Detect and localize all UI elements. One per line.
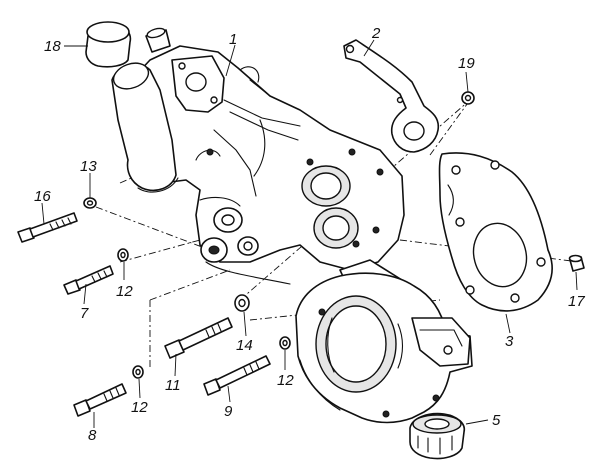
washer-part-12-lower	[132, 365, 144, 379]
callout-19: 19	[458, 55, 475, 72]
leader-lines	[41, 39, 578, 428]
callout-12-middle: 12	[277, 372, 294, 389]
washer-part-13	[83, 197, 97, 209]
callout-2: 2	[371, 25, 381, 42]
gasket-part-3	[438, 152, 553, 312]
callout-16: 16	[34, 188, 51, 205]
callout-18: 18	[44, 38, 61, 55]
nut-part-19	[461, 91, 475, 105]
bolt-part-8	[73, 383, 127, 417]
callout-13: 13	[80, 158, 97, 175]
callout-17: 17	[568, 293, 585, 310]
callout-3: 3	[505, 333, 514, 350]
pump-housing-part-1	[111, 27, 407, 307]
bolt-part-7	[63, 265, 114, 295]
bolt-part-11	[164, 317, 233, 359]
pump-volute	[295, 272, 473, 424]
callout-12-upper: 12	[116, 283, 133, 300]
seal-part-5	[409, 412, 466, 460]
callout-9: 9	[224, 403, 233, 420]
washer-part-12-middle	[279, 336, 291, 350]
plug-part-17	[568, 254, 585, 272]
callout-5: 5	[492, 412, 501, 429]
bracket-part-2	[343, 39, 440, 153]
bolt-part-9	[203, 355, 271, 396]
callouts: 1 2 19 18 13 16 12 7 14 12 11 12 9 8 5 3…	[34, 25, 585, 444]
callout-1: 1	[229, 31, 237, 48]
callout-7: 7	[80, 305, 89, 322]
callout-14: 14	[236, 337, 253, 354]
washer-part-12-upper	[117, 248, 129, 262]
callout-8: 8	[88, 427, 97, 444]
callout-11: 11	[165, 377, 181, 394]
washer-part-14	[234, 294, 250, 312]
callout-12-lower: 12	[131, 399, 148, 416]
bolt-part-16	[17, 212, 78, 243]
plug-part-18	[85, 21, 132, 68]
